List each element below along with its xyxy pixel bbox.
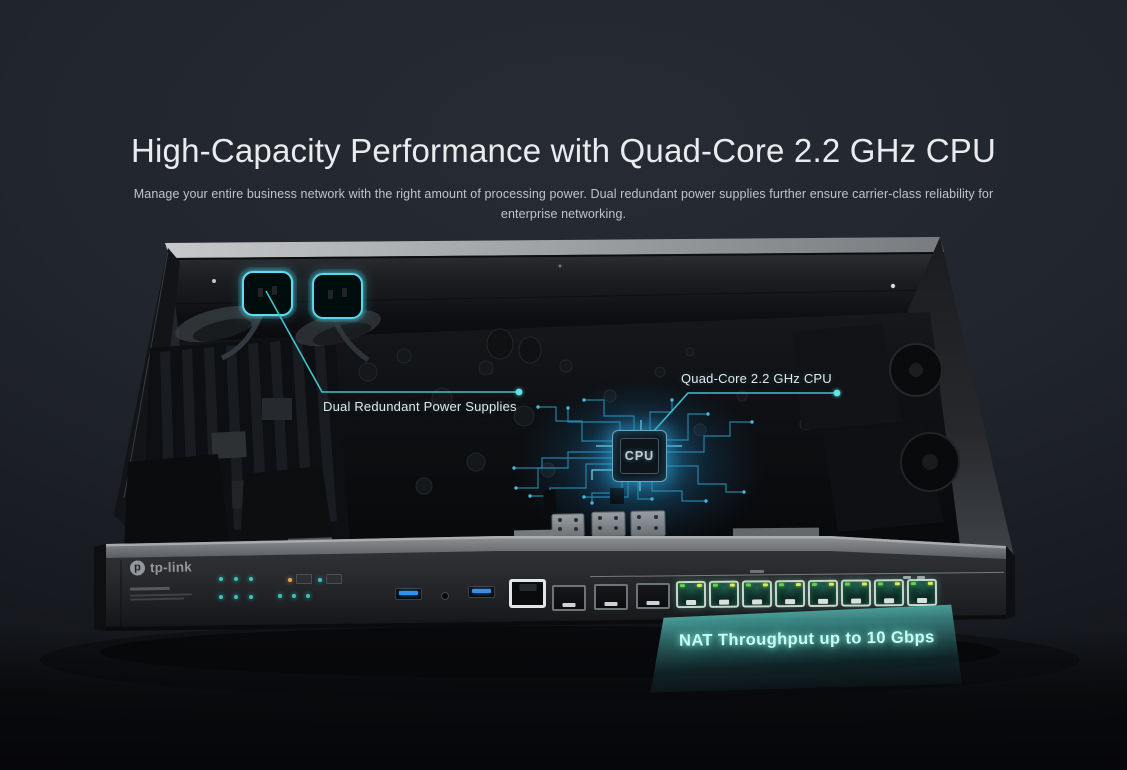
status-led	[234, 595, 238, 599]
brand-logo: p tp-link	[129, 559, 193, 576]
page-title: High-Capacity Performance with Quad-Core…	[130, 132, 997, 170]
callout-cpu-label: Quad-Core 2.2 GHz CPU	[681, 371, 832, 386]
cooling-fans	[792, 324, 960, 532]
ethernet-port	[906, 578, 938, 607]
panel-diagram	[296, 574, 312, 584]
callout-lines	[265, 290, 841, 433]
ethernet-port	[675, 580, 707, 609]
ethernet-port	[708, 580, 740, 608]
ethernet-port-row	[675, 578, 938, 609]
ethernet-port	[873, 579, 905, 607]
ethernet-port	[741, 580, 773, 608]
status-led-amber	[288, 578, 292, 582]
console-port	[509, 579, 546, 608]
ethernet-port	[840, 579, 872, 607]
reset-jack	[441, 592, 449, 600]
ethernet-port	[774, 580, 806, 608]
usb-port	[395, 588, 422, 600]
status-led	[249, 595, 253, 599]
status-led	[249, 577, 253, 581]
page-subtitle: Manage your entire business network with…	[133, 186, 994, 221]
model-text-illegible	[129, 586, 193, 601]
cpu-chip: CPU	[612, 430, 667, 482]
status-led	[219, 595, 223, 599]
brand-name: tp-link	[149, 559, 193, 576]
panel-marking	[750, 570, 764, 573]
cpu-chip-label: CPU	[620, 438, 659, 474]
panel-marking	[903, 576, 911, 579]
status-led	[306, 594, 310, 598]
status-led	[278, 594, 282, 598]
sfp-port	[552, 585, 586, 611]
status-led	[219, 577, 223, 581]
power-supply-socket-right	[308, 269, 367, 322]
status-led	[318, 578, 322, 582]
sfp-port	[594, 584, 628, 610]
panel-diagram	[326, 574, 342, 584]
nat-throughput-label: NAT Throughput up to 10 Gbps	[678, 628, 935, 650]
panel-marking	[917, 576, 925, 579]
callout-power-supplies-label: Dual Redundant Power Supplies	[323, 399, 517, 414]
sfp-port	[636, 583, 670, 609]
status-led	[292, 594, 296, 598]
usb-port	[468, 586, 495, 598]
status-led	[234, 577, 238, 581]
ethernet-port	[807, 579, 839, 607]
tp-link-logo-icon: p	[129, 560, 146, 576]
